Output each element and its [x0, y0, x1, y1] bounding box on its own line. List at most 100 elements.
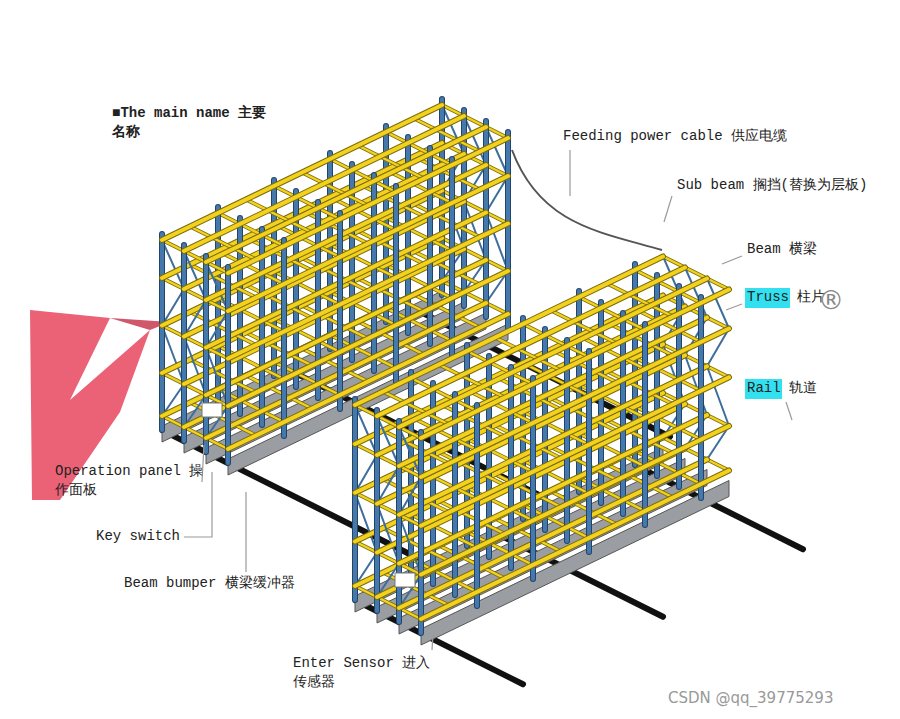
upright-edge: [374, 410, 380, 611]
truss-brace: [162, 326, 184, 385]
truss-brace: [399, 515, 421, 575]
upright-edge: [225, 267, 231, 463]
upright: [338, 213, 342, 409]
beam-edge: [228, 176, 508, 311]
upright: [397, 421, 401, 622]
beam-edge: [399, 279, 707, 428]
leader-line: [722, 256, 742, 264]
upright: [182, 245, 186, 441]
upright-edge: [449, 159, 455, 355]
leader-line: [184, 472, 212, 537]
upright: [450, 159, 454, 355]
leader-line: [432, 634, 433, 650]
upright: [699, 297, 703, 498]
leader-line: [786, 402, 792, 420]
part-label: Operation panel 操作面板: [55, 462, 205, 500]
beam-edge: [421, 290, 729, 439]
beam: [399, 279, 707, 428]
upright: [375, 410, 379, 611]
leader-line: [569, 150, 570, 196]
beam-edge: [228, 138, 508, 273]
beam-edge: [399, 460, 707, 609]
operation-panel: [395, 573, 415, 587]
truss-brace: [707, 279, 729, 329]
upright-edge: [530, 378, 536, 579]
beam: [421, 290, 729, 439]
beam: [228, 176, 508, 311]
upright: [419, 432, 423, 633]
upright-edge: [642, 324, 648, 525]
upright-edge: [393, 186, 399, 382]
leader-line: [726, 304, 742, 310]
upright: [643, 324, 647, 525]
beam: [421, 471, 729, 620]
truss-brace: [486, 213, 508, 272]
part-label: Enter Sensor 进入 传感器: [293, 654, 443, 692]
upright-edge: [474, 405, 480, 606]
part-label: Beam bumper 横梁缓冲器: [124, 574, 295, 593]
upright-edge: [337, 213, 343, 409]
power-cable: [512, 150, 662, 250]
beam-edge: [184, 116, 464, 251]
truss-brace: [206, 348, 228, 407]
upright-edge: [698, 297, 704, 498]
upright-edge: [181, 245, 187, 441]
upright-edge: [586, 351, 592, 552]
upright: [531, 378, 535, 579]
beam-edge: [162, 105, 442, 240]
upright-edge: [418, 432, 424, 633]
beam: [206, 127, 486, 262]
upright: [226, 267, 230, 463]
upright: [506, 132, 510, 328]
truss-brace: [377, 416, 399, 466]
leader-line: [664, 196, 672, 222]
heading: ■The main name 主要 名称: [112, 104, 284, 142]
truss-brace: [355, 493, 377, 553]
truss-brace: [486, 127, 508, 176]
part-label: Truss 柱片: [747, 288, 825, 307]
truss-brace: [355, 405, 377, 455]
upright: [587, 351, 591, 552]
truss-brace: [707, 366, 729, 426]
upright-edge: [352, 399, 358, 600]
part-label: Rail 轨道: [747, 379, 817, 398]
part-label: ®: [818, 286, 844, 315]
upright: [204, 256, 208, 452]
beam: [184, 116, 464, 251]
upright-edge: [505, 132, 511, 328]
truss-brace: [399, 427, 421, 477]
part-label: Beam 横梁: [747, 240, 817, 259]
beam: [421, 329, 729, 478]
beam-edge: [206, 165, 486, 300]
upright-edge: [203, 256, 209, 452]
upright: [160, 234, 164, 430]
beam: [206, 165, 486, 300]
upright-edge: [159, 234, 165, 430]
beam: [399, 460, 707, 609]
truss-brace: [184, 251, 206, 300]
truss-brace: [377, 504, 399, 564]
upright: [394, 186, 398, 382]
truss-brace: [184, 337, 206, 396]
part-label: CSDN @qq_39775293: [668, 688, 833, 708]
part-label: Feeding power cable 供应电缆: [563, 127, 787, 146]
operation-panel: [202, 403, 222, 417]
upright: [282, 240, 286, 436]
part-label: Sub beam 搁挡(替换为层板): [677, 176, 867, 195]
upright-edge: [281, 240, 287, 436]
beam-edge: [206, 127, 486, 262]
beam: [228, 138, 508, 273]
upright: [353, 399, 357, 600]
upright-edge: [396, 421, 402, 622]
beam: [399, 318, 707, 467]
beam-edge: [421, 329, 729, 478]
beam-edge: [421, 471, 729, 620]
beam: [162, 105, 442, 240]
leader-line: [245, 492, 246, 572]
part-label: Key switch: [96, 527, 180, 546]
upright: [475, 405, 479, 606]
truss-brace: [162, 240, 184, 289]
truss-brace: [206, 262, 228, 311]
beam-edge: [399, 318, 707, 467]
